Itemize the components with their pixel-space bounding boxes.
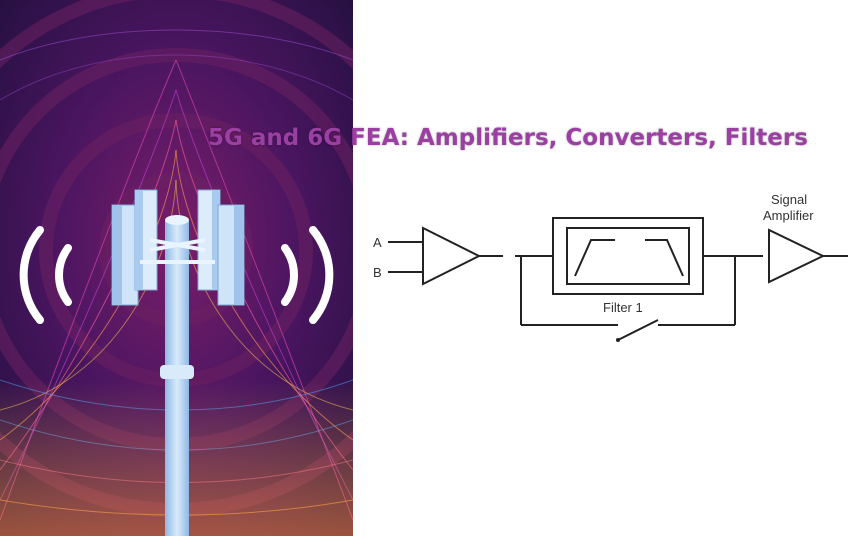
bypass-switch [617, 319, 659, 341]
amplifier-label-line2: Amplifier [763, 208, 814, 223]
radio-waves-right [281, 226, 334, 324]
block-diagram: A B Filter 1 Signal Amplifier [353, 180, 855, 364]
page-title: 5G and 6G FEA: Amplifiers, Converters, F… [208, 125, 808, 151]
input-a-label: A [373, 235, 382, 250]
input-b-label: B [373, 265, 382, 280]
input-amplifier-icon [422, 226, 482, 286]
radio-waves-left [19, 226, 72, 324]
diagram-panel [353, 0, 855, 536]
filter-box [552, 217, 704, 295]
amplifier-label-line1: Signal [771, 192, 807, 207]
antenna-panels [111, 189, 245, 306]
signal-amplifier-icon [768, 228, 826, 284]
filter-label: Filter 1 [603, 300, 643, 315]
tower-brackets [140, 238, 215, 264]
cell-tower-illustration [0, 0, 353, 536]
bandpass-icon [574, 239, 684, 277]
